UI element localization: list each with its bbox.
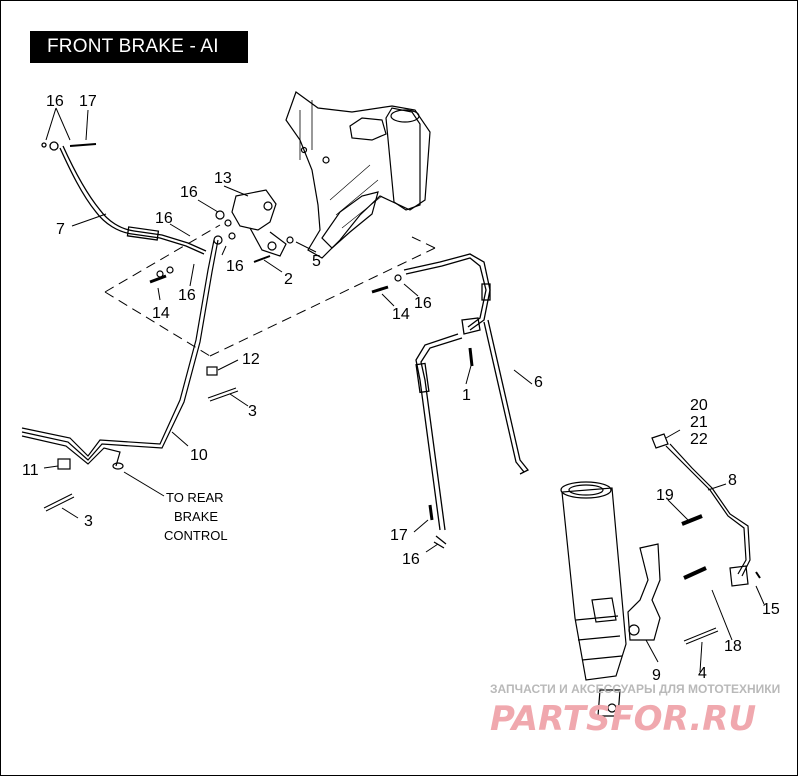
note-line-3: CONTROL (164, 528, 228, 543)
watermark: ЗАПЧАСТИ И АКСЕССУАРЫ ДЛЯ МОТОТЕХНИКИ PA… (490, 682, 780, 739)
callout-16: 16 (180, 184, 198, 201)
callout-1: 1 (462, 387, 471, 404)
frame-drawing (285, 91, 431, 259)
callout-12: 12 (242, 351, 260, 368)
callout-16: 16 (402, 551, 420, 568)
callout-18: 18 (724, 638, 742, 655)
callout-16: 16 (226, 258, 244, 275)
watermark-caption: ЗАПЧАСТИ И АКСЕССУАРЫ ДЛЯ МОТОТЕХНИКИ (490, 682, 780, 696)
master-cylinder-bracket (213, 189, 294, 263)
callout-2: 2 (284, 271, 293, 288)
callout-9: 9 (652, 667, 661, 684)
callout-14: 14 (392, 306, 410, 323)
callout-16: 16 (155, 210, 173, 227)
callout-14: 14 (152, 305, 170, 322)
note-line-1: TO REAR (166, 490, 224, 505)
callout-4: 4 (698, 665, 707, 682)
callout-20: 20 (690, 397, 708, 414)
callout-17: 17 (390, 527, 408, 544)
callout-17: 17 (79, 93, 97, 110)
callout-13: 13 (214, 170, 232, 187)
rear-brake-note: TO REAR BRAKE CONTROL (164, 490, 228, 543)
callout-10: 10 (190, 447, 208, 464)
sensor-lead-8 (651, 433, 761, 587)
callout-6: 6 (534, 374, 543, 391)
leader-lines (43, 107, 765, 673)
callout-3: 3 (84, 513, 93, 530)
callout-numbers: 16 17 13 16 16 7 16 16 2 5 14 14 16 12 3… (22, 93, 780, 684)
brake-hose-6 (403, 253, 530, 475)
callout-16: 16 (46, 93, 64, 110)
callout-11: 11 (22, 462, 39, 479)
watermark-logo: PARTSFOR.RU (490, 699, 756, 739)
callout-8: 8 (728, 472, 737, 489)
callout-3: 3 (248, 403, 257, 420)
callout-16: 16 (178, 287, 196, 304)
cotter-pins (43, 387, 719, 645)
callout-21: 21 (690, 414, 708, 431)
assembly-bracket-dashed (104, 224, 436, 357)
callout-15: 15 (762, 601, 780, 618)
callout-5: 5 (312, 253, 321, 270)
callout-19: 19 (656, 487, 674, 504)
bolts-14 (149, 266, 402, 294)
callout-7: 7 (56, 221, 65, 238)
note-line-2: BRAKE (174, 509, 218, 524)
brake-line-10 (21, 239, 219, 470)
callout-22: 22 (690, 431, 708, 448)
fork-slider (560, 481, 707, 717)
callout-16: 16 (414, 295, 432, 312)
caliper-hose (415, 333, 474, 549)
diagram-title: FRONT BRAKE - AI (30, 31, 248, 63)
brake-line-7 (41, 141, 207, 255)
